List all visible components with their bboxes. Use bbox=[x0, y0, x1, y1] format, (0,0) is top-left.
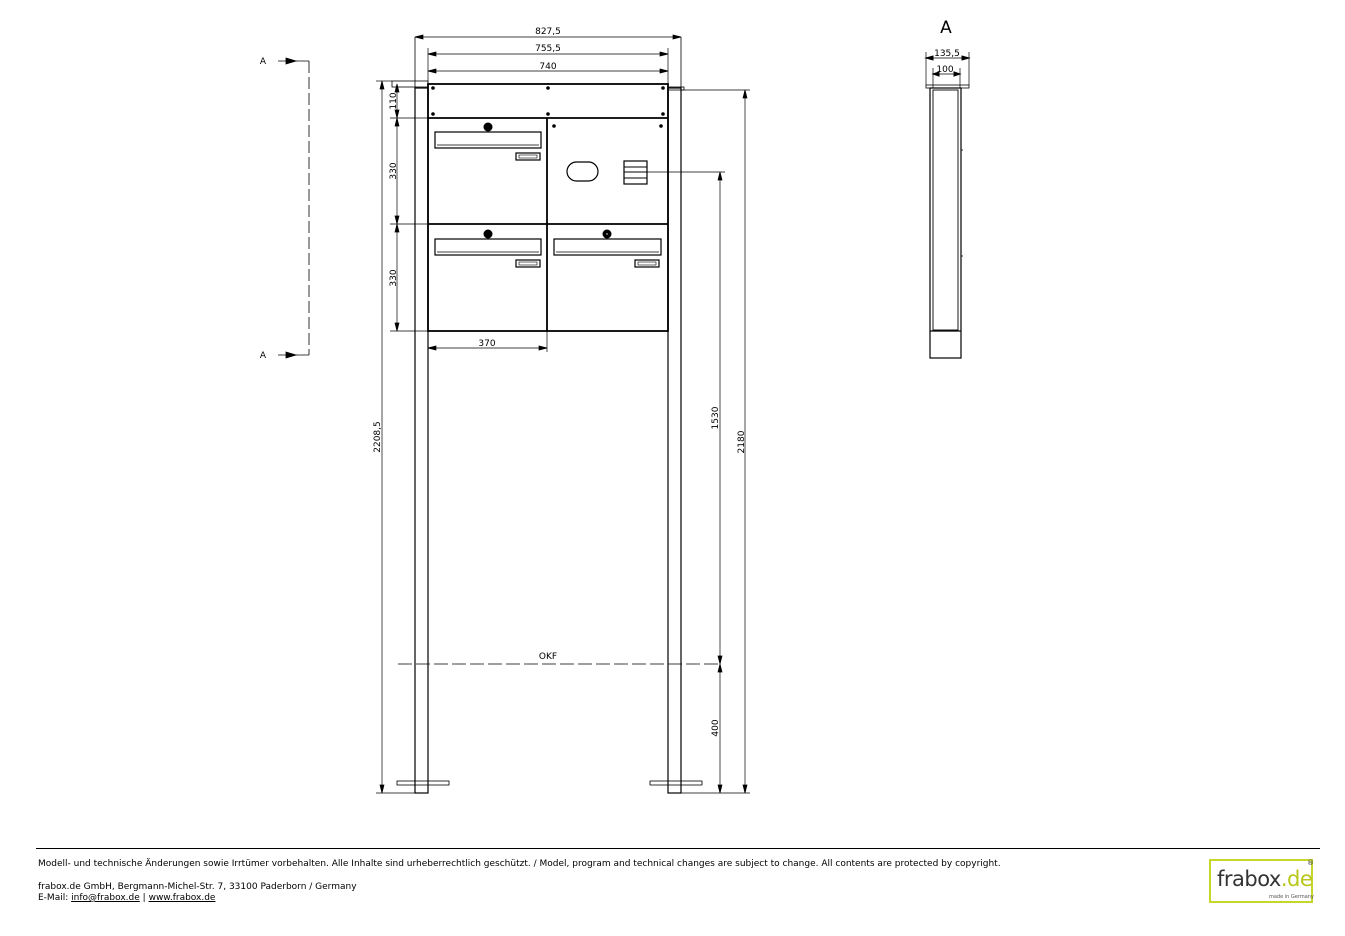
dim-box-width: 740 bbox=[539, 62, 556, 72]
dim-post-height: 2180 bbox=[737, 430, 747, 453]
total-height-dimension bbox=[376, 80, 415, 794]
mailbox-unit bbox=[391, 80, 685, 332]
website-link[interactable]: www.frabox.de bbox=[148, 893, 216, 903]
cell-width-dimension bbox=[427, 331, 548, 352]
footer-separator: | bbox=[142, 893, 146, 903]
dim-row1-height: 330 bbox=[389, 162, 399, 179]
logo-registered-mark: ® bbox=[1307, 859, 1314, 867]
section-marker-label-bottom: A bbox=[260, 351, 267, 361]
floor-level-label: OKF bbox=[539, 652, 557, 662]
footer-contact: E-Mail: info@frabox.de | www.frabox.de bbox=[38, 893, 215, 904]
left-row-dimensions bbox=[390, 83, 428, 332]
dim-cell-width: 370 bbox=[478, 339, 495, 349]
footer-address: frabox.de GmbH, Bergmann-Michel-Str. 7, … bbox=[38, 882, 357, 892]
logo-tld: .de bbox=[1280, 867, 1313, 891]
dim-section-depth-outer: 135,5 bbox=[934, 49, 960, 59]
dim-row2-height: 330 bbox=[389, 269, 399, 286]
section-marker-label-top: A bbox=[260, 57, 267, 67]
dim-total-width: 827,5 bbox=[535, 27, 561, 37]
dim-okf-height: 400 bbox=[711, 719, 721, 736]
dim-panel-height: 1530 bbox=[711, 406, 721, 429]
logo-tagline: made in Germany bbox=[1269, 894, 1314, 900]
section-view bbox=[924, 52, 971, 359]
right-dimensions bbox=[647, 89, 750, 794]
dim-top-height: 110 bbox=[389, 92, 399, 109]
footer-divider bbox=[36, 848, 1320, 849]
logo-name: frabox bbox=[1217, 867, 1281, 891]
logo-wordmark: frabox.de bbox=[1217, 867, 1313, 891]
footer-email-prefix: E-Mail: bbox=[38, 893, 69, 903]
section-marker bbox=[278, 57, 310, 359]
footer-disclaimer: Modell- und technische Änderungen sowie … bbox=[38, 859, 1001, 869]
section-view-title: A bbox=[940, 18, 952, 38]
top-dimensions bbox=[414, 34, 682, 84]
dim-total-height: 2208,5 bbox=[373, 421, 383, 453]
email-link[interactable]: info@frabox.de bbox=[71, 893, 140, 903]
dim-section-depth-inner: 100 bbox=[936, 65, 953, 75]
dim-post-span: 755,5 bbox=[535, 44, 561, 54]
frabox-logo: frabox.de ® made in Germany bbox=[1209, 859, 1314, 903]
posts bbox=[396, 37, 703, 794]
